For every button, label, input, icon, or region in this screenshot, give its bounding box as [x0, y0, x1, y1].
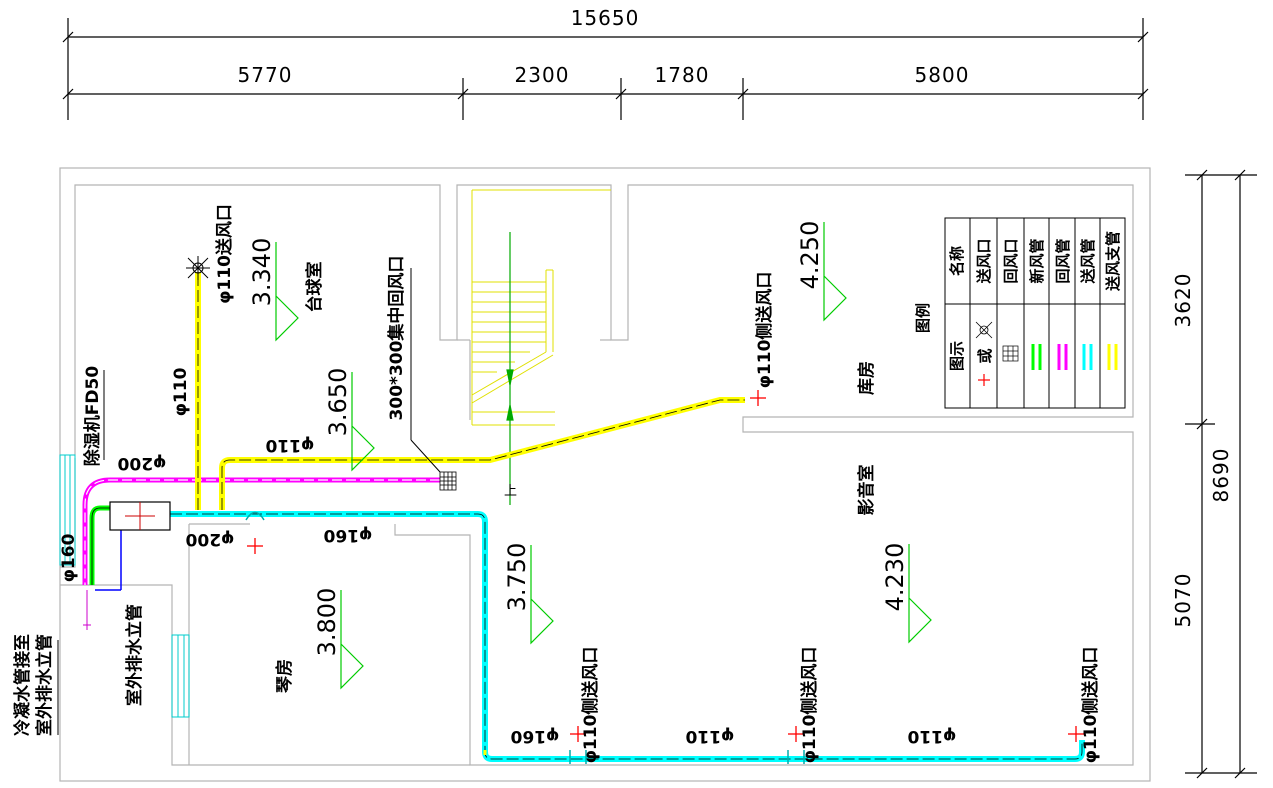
- dim-seg-2: 2300: [515, 63, 570, 87]
- legend-row-5-name: 送风管: [1079, 238, 1097, 284]
- elevation-corridor: 3.650: [324, 368, 352, 437]
- dehumidifier-label: 除湿机FD50: [82, 366, 103, 467]
- room-storage: 库房: [856, 361, 877, 395]
- dim-right-total: 8690: [1209, 448, 1233, 503]
- pipe-vertical-label: φ110: [171, 367, 191, 416]
- legend-title: 图例: [914, 303, 932, 333]
- right-dimension-lines: [1185, 169, 1257, 779]
- pipe-160-bottom-label: φ160: [510, 726, 559, 746]
- staircase: [471, 189, 611, 426]
- elevation-hall: 3.750: [503, 543, 531, 612]
- stair-direction-arrow: [506, 232, 514, 505]
- dim-right-1: 3620: [1171, 273, 1195, 328]
- elevation-billiards: 3.340: [248, 238, 276, 307]
- elevation-markers: [275, 222, 932, 690]
- legend-return-air-symbol: [1057, 344, 1068, 370]
- legend-row-1-name: 送风口: [975, 238, 993, 284]
- pipe-160-left-label: φ160: [59, 533, 79, 582]
- elevation-piano: 3.800: [313, 588, 341, 657]
- side-supply-1-label: φ110侧送风口: [580, 647, 601, 764]
- pipe-110-bottom-2-label: φ110: [907, 726, 956, 746]
- supply-outlet-top-label: φ110送风口: [214, 204, 235, 304]
- supply-air-duct: [170, 511, 1085, 762]
- side-outlet-marks: [247, 390, 1084, 742]
- legend-row-2-name: 回风口: [1002, 238, 1020, 283]
- room-billiards: 台球室: [304, 262, 325, 313]
- return-air-duct: [82, 477, 440, 585]
- legend-row-6-name: 送风支管: [1104, 231, 1122, 292]
- dim-seg-1: 5770: [238, 63, 293, 87]
- dim-seg-4: 5800: [915, 63, 970, 87]
- return-grille: [439, 471, 457, 491]
- windows: [59, 454, 190, 718]
- side-supply-storage-label: φ110侧送风口: [754, 272, 775, 389]
- supply-branch-ducts: [195, 272, 745, 755]
- legend-row-3-name: 新风管: [1028, 238, 1046, 283]
- pipe-corridor-label: φ110: [265, 435, 314, 455]
- top-dimension-lines: [62, 18, 1149, 120]
- duct-connectors: [245, 511, 805, 764]
- condensate-label-line2: 室外排水立管: [34, 634, 55, 736]
- drain-riser-label: 室外排水立管: [124, 604, 145, 706]
- fresh-air-duct: [89, 505, 110, 585]
- legend-return-grille-symbol: [1002, 345, 1019, 362]
- dehumidifier-unit: [109, 501, 171, 531]
- legend-header-name: 名称: [948, 246, 966, 276]
- legend-table: [944, 217, 1126, 409]
- elevation-cinema: 4.230: [881, 543, 909, 612]
- condensate-label-line1: 冷凝水管接至: [12, 634, 33, 736]
- legend-fresh-air-symbol: [1031, 344, 1042, 370]
- pipe-200-top-label: φ200: [117, 453, 166, 473]
- dim-total-width: 15650: [571, 6, 640, 30]
- drain-riser-mark: [83, 590, 91, 630]
- dim-right-2: 5070: [1171, 573, 1195, 628]
- room-cinema: 影音室: [856, 465, 877, 516]
- pipe-200-bottom-label: φ200: [185, 529, 234, 549]
- legend-row-4-name: 回风管: [1054, 238, 1072, 283]
- grille-leader-diag: [410, 439, 441, 473]
- pipe-160-mid-label: φ160: [323, 525, 372, 545]
- elevation-storage: 4.250: [796, 221, 824, 290]
- legend-supply-branch-symbol: [1107, 344, 1118, 370]
- legend-supply-air-symbol: [1082, 344, 1093, 370]
- dim-seg-3: 1780: [655, 63, 710, 87]
- return-grille-label: 300*300集中回风口: [386, 256, 407, 421]
- legend-supply-outlet-symbol: 或: [975, 321, 994, 386]
- side-supply-3-label: φ110侧送风口: [1080, 647, 1101, 764]
- pipe-110-bottom-1-label: φ110: [685, 726, 734, 746]
- side-supply-2-label: φ110侧送风口: [799, 647, 820, 764]
- condensate-drain: [95, 530, 122, 591]
- ceiling-diffuser: [186, 256, 210, 280]
- stair-up-mark: 上: [504, 484, 517, 499]
- room-piano: 琴房: [274, 659, 295, 693]
- legend-or-text: 或: [976, 348, 994, 363]
- legend-header-symbol: 图示: [948, 341, 966, 371]
